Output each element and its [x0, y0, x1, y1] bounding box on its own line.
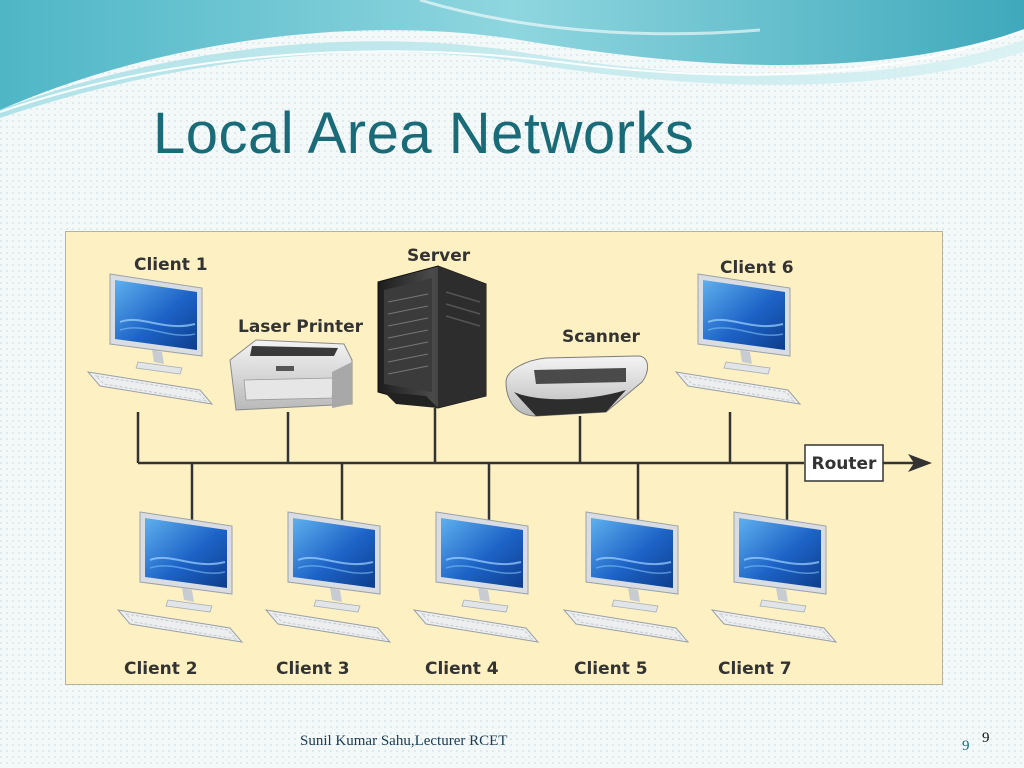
laser-printer-icon [229, 339, 353, 411]
client-6-computer-icon [675, 273, 801, 405]
client-5-computer-icon [563, 511, 689, 643]
client-2-computer-icon [117, 511, 243, 643]
router-node: Router [804, 444, 884, 482]
slide-footer: Sunil Kumar Sahu,Lecturer RCET [300, 733, 508, 749]
arrow-icon [908, 454, 932, 472]
server-label: Server [407, 246, 471, 266]
client-3-computer-icon [265, 511, 391, 643]
header-wave-decoration [0, 0, 1024, 118]
client-4-label: Client 4 [425, 659, 499, 679]
client-5-label: Client 5 [574, 659, 648, 679]
slide-number-corner: 9 [982, 730, 990, 746]
client-7-label: Client 7 [718, 659, 792, 679]
server-tower-icon [377, 265, 487, 409]
client-1-label: Client 1 [134, 255, 208, 275]
lan-diagram: Router Client 1 Laser Printer Server [65, 231, 943, 685]
scanner-icon [505, 355, 648, 417]
client-7-computer-icon [711, 511, 837, 643]
client-1-computer-icon [87, 273, 213, 405]
client-4-computer-icon [413, 511, 539, 643]
client-3-label: Client 3 [276, 659, 350, 679]
network-bus [136, 408, 916, 520]
client-2-label: Client 2 [124, 659, 198, 679]
slide-title: Local Area Networks [153, 101, 695, 166]
laser-printer-label: Laser Printer [238, 317, 364, 337]
slide-number: 9 [962, 738, 970, 754]
scanner-label: Scanner [562, 327, 641, 347]
lan-diagram-svg: Router Client 1 Laser Printer Server [87, 246, 932, 679]
router-label: Router [812, 454, 878, 474]
client-6-label: Client 6 [720, 258, 794, 278]
